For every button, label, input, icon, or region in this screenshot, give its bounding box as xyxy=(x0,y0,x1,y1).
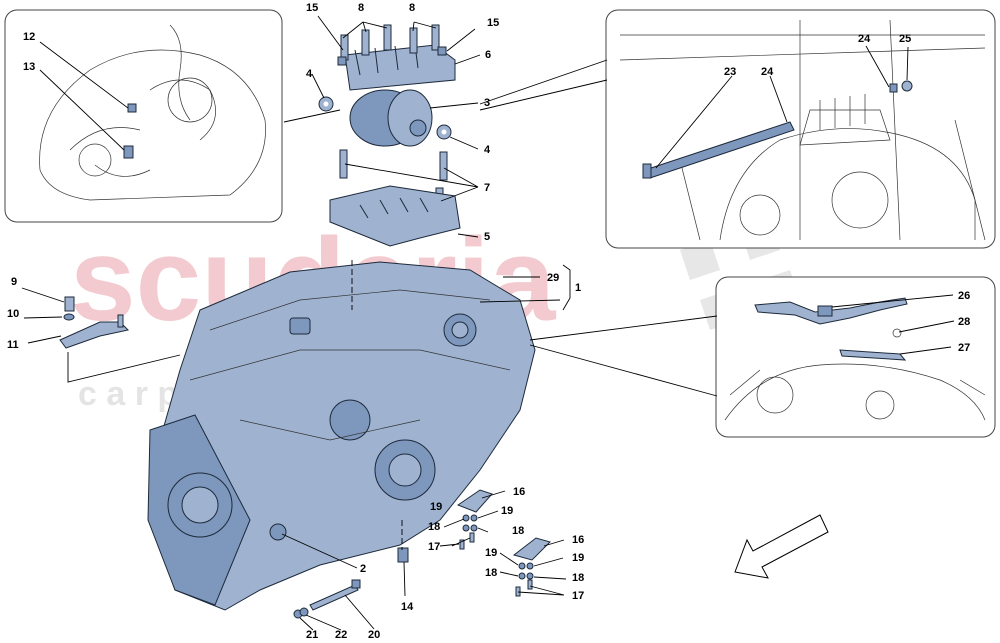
callout-11: 11 xyxy=(7,339,19,351)
inset-top-right xyxy=(605,9,996,249)
callout-21: 21 xyxy=(306,629,318,641)
callout-7: 7 xyxy=(484,182,490,194)
callout-20: 20 xyxy=(368,629,380,641)
callout-18: 18 xyxy=(512,525,524,537)
bracket-parts xyxy=(456,489,551,597)
callout-15: 15 xyxy=(306,2,318,14)
callout-17: 17 xyxy=(572,590,584,602)
inset-top-left xyxy=(4,9,283,223)
callout-13: 13 xyxy=(23,61,35,73)
callout-14: 14 xyxy=(401,601,414,613)
callout-29: 29 xyxy=(547,272,559,284)
leader-lines xyxy=(21,15,955,631)
main-gearbox xyxy=(147,261,536,611)
bottom-parts xyxy=(293,579,361,619)
callout-18: 18 xyxy=(572,572,584,584)
callout-9: 9 xyxy=(11,276,17,288)
callout-4: 4 xyxy=(306,68,313,80)
callout-24: 24 xyxy=(761,66,774,78)
callout-24: 24 xyxy=(858,33,871,45)
callout-8: 8 xyxy=(358,2,364,14)
callout-26: 26 xyxy=(958,290,970,302)
callout-labels: 15 8 8 15 6 4 3 4 7 5 29 1 9 10 11 12 13… xyxy=(7,2,970,641)
callout-16: 16 xyxy=(572,534,584,546)
callout-25: 25 xyxy=(899,33,911,45)
upper-parts xyxy=(318,24,461,247)
callout-8: 8 xyxy=(409,2,415,14)
callout-10: 10 xyxy=(7,308,19,320)
callout-17: 17 xyxy=(428,541,440,553)
callout-6: 6 xyxy=(485,49,491,61)
callout-27: 27 xyxy=(958,342,970,354)
callout-19: 19 xyxy=(572,552,584,564)
callout-19: 19 xyxy=(430,501,442,513)
callout-18: 18 xyxy=(428,521,440,533)
callout-1: 1 xyxy=(575,282,581,294)
left-parts xyxy=(59,296,130,349)
callout-5: 5 xyxy=(484,231,490,243)
callout-16: 16 xyxy=(513,486,525,498)
callout-12: 12 xyxy=(23,31,35,43)
callout-3: 3 xyxy=(484,97,490,109)
callout-4: 4 xyxy=(484,144,491,156)
callout-18: 18 xyxy=(485,567,497,579)
callout-22: 22 xyxy=(335,629,347,641)
callout-19: 19 xyxy=(485,547,497,559)
direction-arrow-icon xyxy=(734,514,829,579)
callout-23: 23 xyxy=(724,66,736,78)
callout-2: 2 xyxy=(360,563,366,575)
inset-right-middle xyxy=(715,276,996,438)
callout-19: 19 xyxy=(501,505,513,517)
callout-15: 15 xyxy=(487,17,499,29)
callout-28: 28 xyxy=(958,316,970,328)
